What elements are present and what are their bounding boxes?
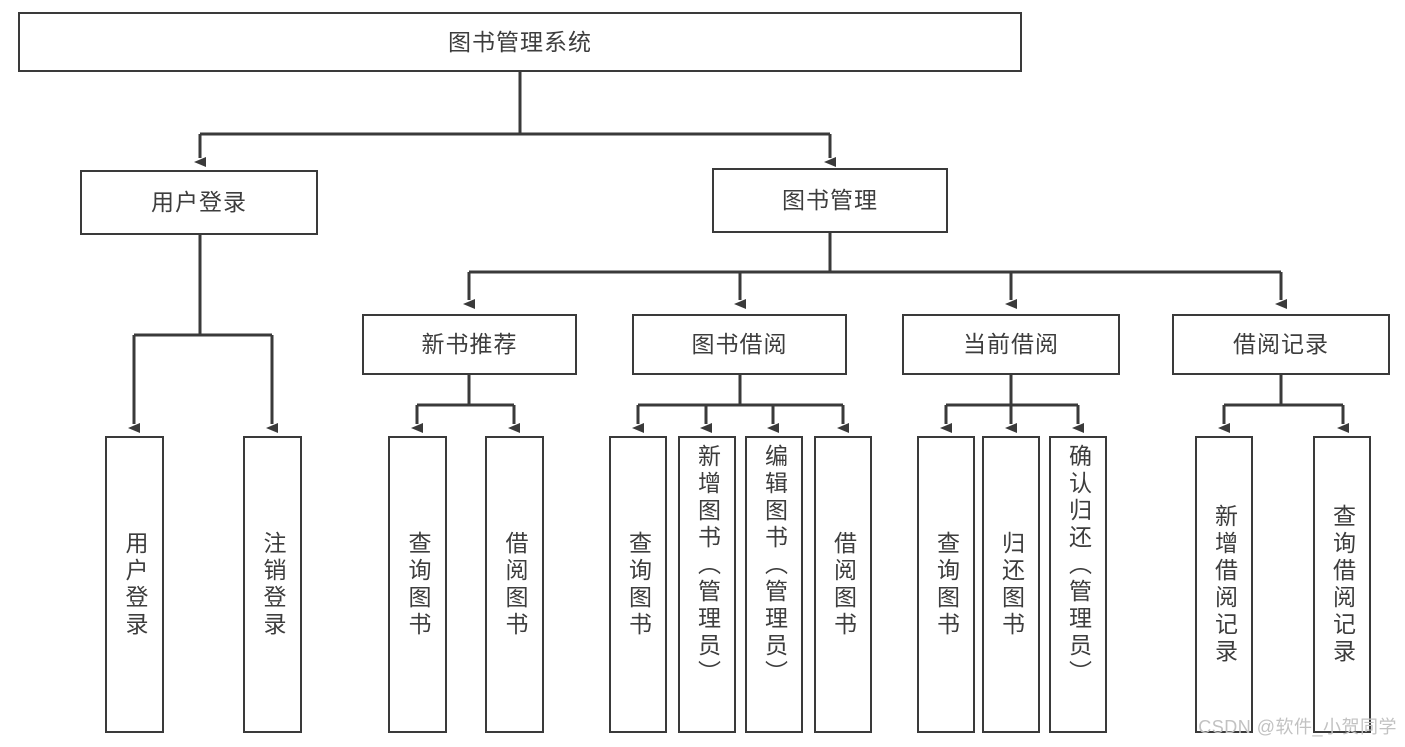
node-book-manage-label: 图书管理 bbox=[782, 187, 878, 214]
node-book-borrow[interactable]: 图书借阅 bbox=[632, 314, 847, 375]
node-leaf-user-login[interactable]: 用户登录 bbox=[105, 436, 164, 733]
node-leaf-borrow-book-1-label: 借阅图书 bbox=[502, 530, 528, 639]
node-leaf-query-book-1[interactable]: 查询图书 bbox=[388, 436, 447, 733]
node-new-book-recommend[interactable]: 新书推荐 bbox=[362, 314, 577, 375]
csdn-watermark: CSDN @软件_小贺同学 bbox=[1198, 717, 1397, 737]
node-root[interactable]: 图书管理系统 bbox=[18, 12, 1022, 72]
node-borrow-record-label: 借阅记录 bbox=[1233, 331, 1329, 358]
node-leaf-query-book-2[interactable]: 查询图书 bbox=[609, 436, 667, 733]
node-leaf-add-record-label: 新增借阅记录 bbox=[1211, 503, 1238, 666]
node-root-label: 图书管理系统 bbox=[448, 28, 592, 55]
node-book-manage[interactable]: 图书管理 bbox=[712, 168, 948, 233]
node-leaf-user-logout[interactable]: 注销登录 bbox=[243, 436, 302, 733]
node-leaf-query-record-label: 查询借阅记录 bbox=[1329, 503, 1356, 666]
node-leaf-user-login-label: 用户登录 bbox=[122, 530, 148, 639]
node-user-login[interactable]: 用户登录 bbox=[80, 170, 318, 235]
node-leaf-confirm-return-label: 确认归还（管理员） bbox=[1065, 444, 1092, 687]
node-leaf-query-book-3-label: 查询图书 bbox=[933, 530, 960, 639]
node-borrow-record[interactable]: 借阅记录 bbox=[1172, 314, 1390, 375]
node-leaf-add-book-label: 新增图书（管理员） bbox=[694, 444, 721, 687]
node-leaf-edit-book-label: 编辑图书（管理员） bbox=[761, 444, 788, 687]
node-leaf-borrow-book-1[interactable]: 借阅图书 bbox=[485, 436, 544, 733]
node-current-borrow-label: 当前借阅 bbox=[963, 331, 1059, 358]
node-leaf-add-record[interactable]: 新增借阅记录 bbox=[1195, 436, 1253, 733]
node-leaf-return-book-label: 归还图书 bbox=[998, 530, 1025, 639]
node-new-book-recommend-label: 新书推荐 bbox=[421, 331, 518, 358]
node-leaf-query-record[interactable]: 查询借阅记录 bbox=[1313, 436, 1371, 733]
node-current-borrow[interactable]: 当前借阅 bbox=[902, 314, 1120, 375]
node-book-borrow-label: 图书借阅 bbox=[691, 331, 788, 358]
node-leaf-query-book-2-label: 查询图书 bbox=[625, 530, 652, 639]
node-leaf-confirm-return[interactable]: 确认归还（管理员） bbox=[1049, 436, 1107, 733]
node-leaf-user-logout-label: 注销登录 bbox=[260, 530, 286, 639]
node-leaf-borrow-book-2-label: 借阅图书 bbox=[830, 530, 857, 639]
node-user-login-label: 用户登录 bbox=[151, 189, 247, 216]
node-leaf-query-book-1-label: 查询图书 bbox=[405, 530, 431, 639]
node-leaf-return-book[interactable]: 归还图书 bbox=[982, 436, 1040, 733]
node-leaf-edit-book[interactable]: 编辑图书（管理员） bbox=[745, 436, 803, 733]
node-leaf-query-book-3[interactable]: 查询图书 bbox=[917, 436, 975, 733]
node-leaf-add-book[interactable]: 新增图书（管理员） bbox=[678, 436, 736, 733]
node-leaf-borrow-book-2[interactable]: 借阅图书 bbox=[814, 436, 872, 733]
